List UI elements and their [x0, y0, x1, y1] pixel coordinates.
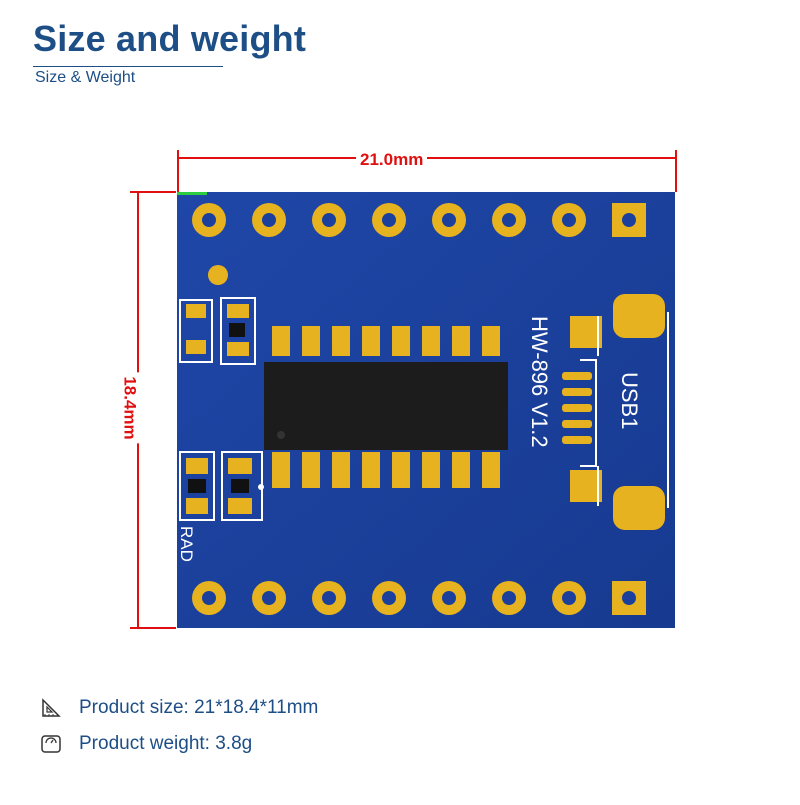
product-weight-row: Product weight: 3.8g: [40, 731, 252, 757]
usb-footprint: [562, 294, 669, 530]
model-silkscreen: HW-896 V1.2: [527, 316, 552, 448]
led-component-bottom: [179, 451, 264, 521]
top-pin-row: [192, 203, 646, 237]
title-underline: [33, 66, 223, 67]
height-dimension-label: 18.4mm: [119, 372, 140, 444]
led-component-top: [179, 297, 256, 365]
scale-icon: [40, 733, 62, 755]
pcb-corner-mark: [177, 192, 207, 195]
width-dimension-label: 21.0mm: [356, 150, 428, 170]
ruler-triangle-icon: [40, 697, 62, 719]
page-title: Size and weight: [33, 18, 307, 59]
via-pad: [208, 265, 228, 285]
bottom-pin-row: [192, 581, 646, 615]
product-weight-text: Product weight: 3.8g: [79, 733, 253, 754]
usb-silkscreen: USB1: [617, 372, 642, 429]
page-subtitle: Size & Weight: [35, 69, 136, 86]
product-size-row: Product size: 21*18.4*11mm: [40, 695, 318, 721]
product-size-text: Product size: 21*18.4*11mm: [79, 697, 319, 718]
ic-chip: [264, 326, 508, 488]
rad-silkscreen: RAD: [177, 526, 196, 562]
